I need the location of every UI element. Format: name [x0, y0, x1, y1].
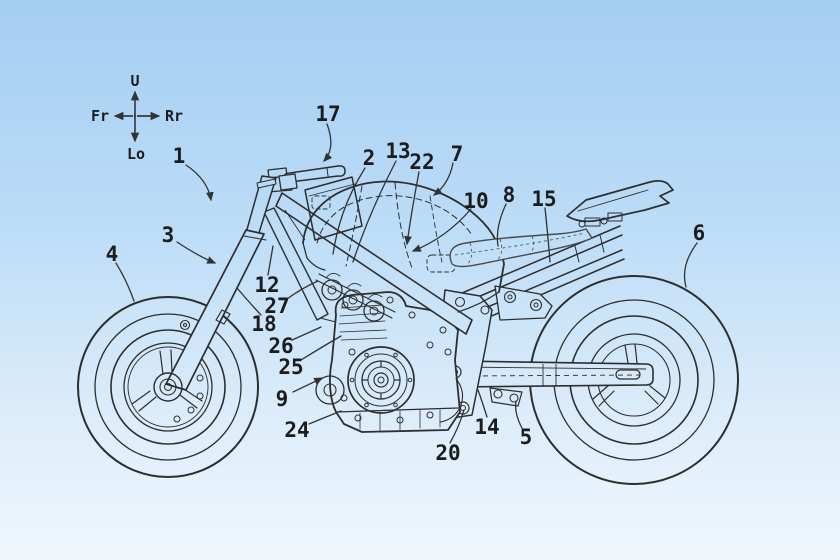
front-wheel: [77, 296, 259, 478]
front-downtube: [263, 207, 329, 321]
main-spar-tube: [275, 192, 473, 335]
brake-lever: [256, 178, 277, 189]
callout-label-18: 18: [251, 312, 276, 336]
callout-label-1: 1: [173, 144, 186, 168]
engine: [315, 291, 464, 433]
compass-up-label: U: [130, 72, 139, 90]
callout-label-13: 13: [385, 139, 410, 163]
callout-leader-lines: [115, 123, 698, 444]
callout-label-5: 5: [520, 425, 533, 449]
callout-label-2: 2: [363, 146, 376, 170]
handlebar-clamp: [278, 173, 298, 191]
callout-label-25: 25: [278, 355, 303, 379]
tail-cowl: [566, 180, 674, 223]
callout-label-10: 10: [463, 189, 488, 213]
callout-label-4: 4: [106, 242, 119, 266]
callout-label-22: 22: [409, 150, 434, 174]
callout-label-6: 6: [693, 221, 706, 245]
callout-label-20: 20: [435, 441, 460, 465]
orientation-compass: U Lo Fr Rr: [91, 72, 183, 163]
swingarm: [456, 360, 654, 388]
compass-front-label: Fr: [91, 107, 109, 125]
compass-down-label: Lo: [127, 145, 145, 163]
front-panel: [304, 176, 363, 241]
callout-label-3: 3: [162, 223, 175, 247]
seat: [449, 228, 593, 268]
front-fork: [153, 165, 346, 402]
callout-labels: 1 2 3 4 5 6 7 8 9 10 12 13 14 15 17 18 2…: [106, 102, 706, 465]
footpeg-bracket: [494, 285, 553, 321]
compass-arrows: [113, 90, 161, 143]
callout-label-15: 15: [531, 187, 556, 211]
callout-label-12: 12: [254, 273, 279, 297]
callout-label-24: 24: [284, 418, 309, 442]
throttle-bodies: [315, 273, 396, 322]
callout-label-14: 14: [474, 415, 499, 439]
callout-label-27: 27: [264, 294, 289, 318]
callout-label-7: 7: [451, 142, 464, 166]
callout-label-26: 26: [268, 334, 293, 358]
callout-label-17: 17: [315, 102, 340, 126]
callout-label-9: 9: [276, 387, 289, 411]
callout-label-8: 8: [503, 183, 516, 207]
compass-rear-label: Rr: [165, 107, 183, 125]
